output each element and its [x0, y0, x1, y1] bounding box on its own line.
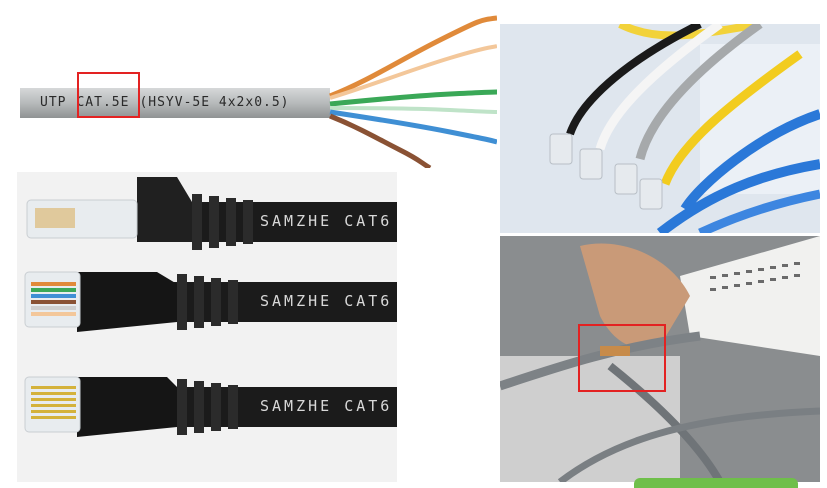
- utp-cable-photo: UTP CAT.5E (HSYV-5E 4x2x0.5): [0, 0, 497, 168]
- cord-print-1: SAMZHE CAT6: [260, 212, 393, 230]
- cable-category-text: CAT.5E: [76, 95, 130, 110]
- patch-cords-photo: SAMZHE CAT6 SAMZHE CAT6 SAMZHE CAT6: [17, 172, 397, 482]
- colored-cables-photo: [500, 24, 820, 233]
- category-highlight-box: [77, 72, 140, 118]
- cord-print-2: SAMZHE CAT6: [260, 292, 393, 310]
- cord-print-3: SAMZHE CAT6: [260, 397, 393, 415]
- connection-highlight-box: [578, 324, 666, 392]
- cable-marking: UTP CAT.5E (HSYV-5E 4x2x0.5): [40, 95, 300, 110]
- green-tab: [634, 478, 798, 488]
- hand-cable-photo: [500, 236, 820, 482]
- cable-spec-text: (HSYV-5E 4x2x0.5): [139, 95, 290, 110]
- cable-utp-text: UTP: [40, 95, 67, 110]
